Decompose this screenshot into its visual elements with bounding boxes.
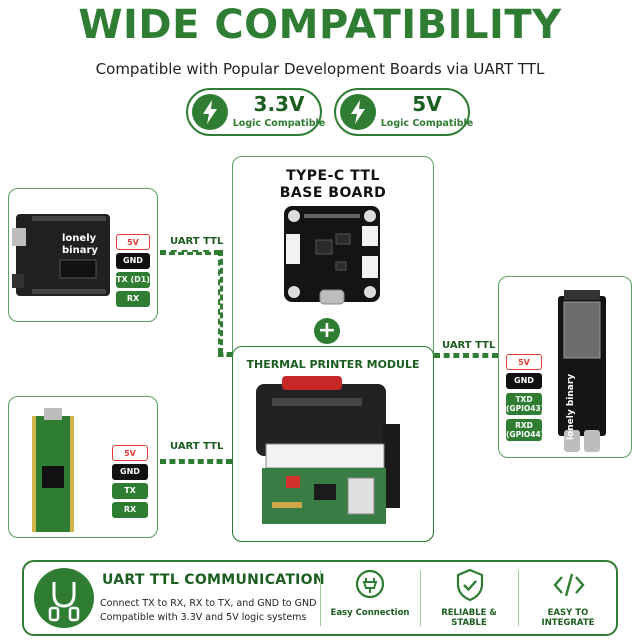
- pill-label: Logic Compatible: [232, 118, 326, 129]
- banner-line2: Compatible with 3.3V and 5V logic system…: [100, 612, 307, 623]
- base-board-title-line2: BASE BOARD: [279, 185, 387, 201]
- uart-line-pico: [160, 459, 232, 464]
- uart-label-pico: UART TTL: [170, 441, 224, 452]
- plus-icon: +: [314, 318, 340, 344]
- pin-gnd: GND: [116, 253, 150, 269]
- arduino-brand-line1: lonely: [62, 233, 97, 244]
- pin-tx: TX (D1): [116, 272, 150, 288]
- lightning-icon: [340, 94, 376, 130]
- pico-board-image: [28, 408, 78, 534]
- code-icon: [552, 570, 586, 600]
- pin-rxd-gpio: (GPIO44): [506, 430, 545, 439]
- page-subtitle: Compatible with Popular Development Boar…: [95, 60, 545, 78]
- uart-label-esp32: UART TTL: [442, 340, 496, 351]
- pill-voltage: 3.3V: [253, 92, 305, 116]
- banner-divider: [518, 570, 519, 626]
- pin-txd-gpio: (GPIO43): [506, 404, 545, 413]
- uart-line-arduino-join: [218, 352, 232, 357]
- page-title: WIDE COMPATIBILITY: [78, 2, 562, 48]
- pin-gnd: GND: [112, 464, 148, 480]
- pin-5v: 5V: [506, 354, 542, 370]
- pin-rxd: RXD (GPIO44): [506, 419, 545, 441]
- uart-line-esp32: [434, 353, 498, 358]
- base-board-image: [282, 204, 382, 308]
- banner-divider: [420, 570, 421, 626]
- lightning-icon: [192, 94, 228, 130]
- pin-gnd: GND: [506, 373, 542, 389]
- cable-icon: [34, 568, 94, 628]
- pin-txd-name: TXD: [515, 395, 533, 404]
- pin-rx: RX (D0): [116, 291, 150, 319]
- logic-pill-5v: 5V Logic Compatible: [334, 88, 473, 136]
- shield-check-icon: [454, 568, 486, 602]
- pill-voltage: 5V: [412, 92, 442, 116]
- pin-rxd-name: RXD: [515, 421, 533, 430]
- module-title: THERMAL PRINTER MODULE: [246, 358, 420, 371]
- uart-label-arduino: UART TTL: [170, 236, 224, 247]
- arduino-board-image: [12, 212, 112, 298]
- banner-divider: [320, 570, 321, 626]
- pin-5v: 5V: [112, 445, 148, 461]
- pin-txd: TXD (GPIO43): [506, 393, 545, 415]
- pin-rx: RX (GP1): [112, 502, 148, 530]
- feature-easy-integrate: EASY TO INTEGRATE: [541, 608, 595, 628]
- thermal-printer-image: [252, 374, 406, 530]
- feature-reliable: RELIABLE & STABLE: [441, 608, 497, 628]
- plug-icon: [354, 568, 386, 600]
- feature-easy-connection: Easy Connection: [330, 608, 410, 618]
- esp32-board-image: [556, 290, 608, 454]
- logic-pill-3v3: 3.3V Logic Compatible: [186, 88, 325, 136]
- base-board-title-line1: TYPE-C TTL: [286, 168, 380, 184]
- esp32-brand: lonely binary: [566, 373, 576, 440]
- pill-label: Logic Compatible: [380, 118, 474, 129]
- pin-5v: 5V: [116, 234, 150, 250]
- banner-line1: Connect TX to RX, RX to TX, and GND to G…: [100, 598, 317, 609]
- uart-line-arduino: [160, 250, 220, 255]
- banner-title: UART TTL COMMUNICATION: [102, 572, 325, 588]
- uart-line-arduino-vertical: [218, 250, 223, 354]
- arduino-brand-line2: binary: [62, 245, 98, 256]
- pin-tx: TX (GP0): [112, 483, 148, 511]
